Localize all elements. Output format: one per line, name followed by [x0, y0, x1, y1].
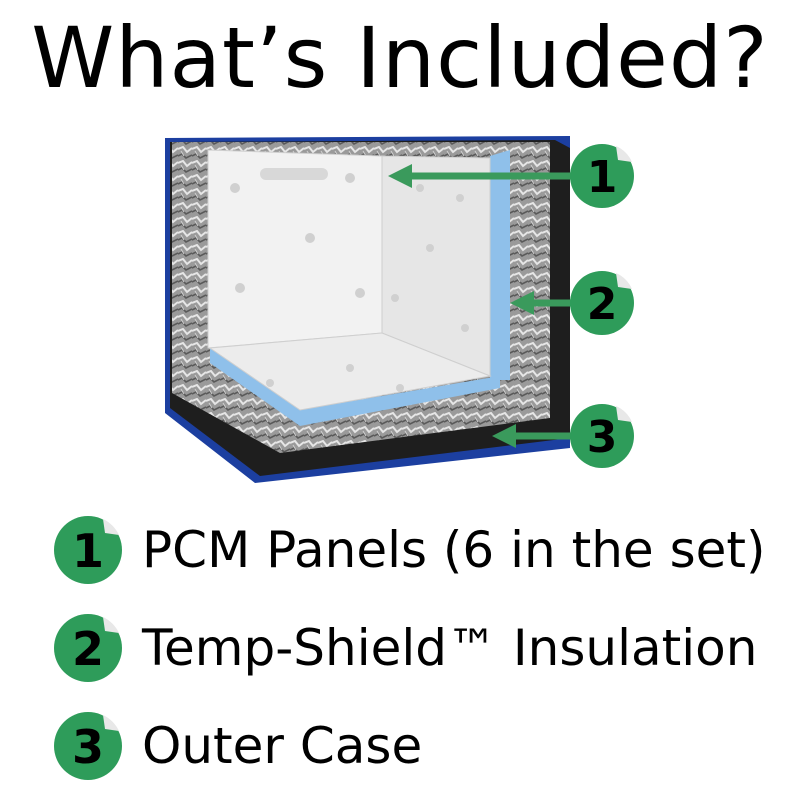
callout-badge-1: 1 [570, 144, 634, 208]
svg-text:3: 3 [72, 720, 104, 774]
svg-text:1: 1 [587, 152, 618, 203]
legend-item-pcm-panels: 1 PCM Panels (6 in the set) [50, 512, 790, 588]
cooler-cutaway-illustration: 1 2 3 [165, 136, 634, 483]
callout-badge-3: 3 [570, 404, 634, 468]
svg-text:2: 2 [72, 622, 104, 676]
callout-badge-2: 2 [570, 271, 634, 335]
legend-item-outer-case: 3 Outer Case [50, 708, 790, 784]
legend-label: Temp-Shield™ Insulation [142, 619, 758, 677]
page-title: What’s Included? [31, 9, 769, 107]
pcm-panel-edges [210, 150, 510, 426]
legend-label: Outer Case [142, 717, 423, 775]
number-2-badge-icon: 2 [54, 614, 122, 682]
pcm-panels [207, 149, 492, 411]
svg-text:3: 3 [587, 412, 618, 463]
svg-text:2: 2 [587, 279, 618, 330]
legend-item-insulation: 2 Temp-Shield™ Insulation [50, 610, 790, 686]
number-3-badge-icon: 3 [54, 712, 122, 780]
legend-label: PCM Panels (6 in the set) [142, 521, 766, 579]
svg-text:1: 1 [72, 524, 104, 578]
number-1-badge-icon: 1 [54, 516, 122, 584]
